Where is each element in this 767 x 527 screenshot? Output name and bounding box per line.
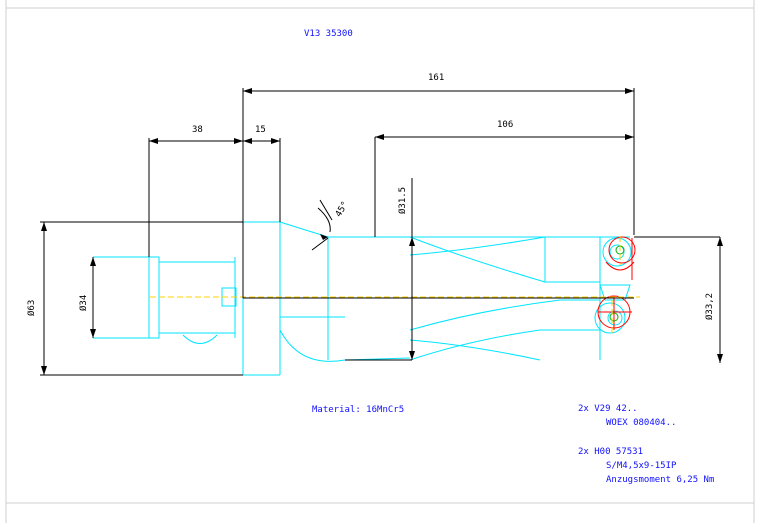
tool-body bbox=[92, 221, 632, 376]
cutting-inserts bbox=[597, 236, 636, 330]
dimension-tip-diameter: Ø33,2 bbox=[705, 292, 715, 320]
dimension-shank-diameter: Ø34 bbox=[79, 294, 89, 311]
dimension-shank-length: 38 bbox=[192, 125, 203, 135]
part-1-line-2: WOEX 080404.. bbox=[606, 418, 677, 428]
dimension-flute-length: 106 bbox=[497, 120, 514, 130]
part-1-line-1: 2x V29 42.. bbox=[578, 404, 638, 414]
dimension-lines bbox=[40, 88, 721, 376]
dimension-arrows bbox=[41, 88, 723, 375]
center-line bbox=[150, 236, 640, 336]
dimension-collar-length: 15 bbox=[255, 125, 266, 135]
part-2-line-2: S/M4,5x9-15IP bbox=[606, 461, 677, 471]
dimension-collar-diameter: Ø63 bbox=[27, 299, 37, 316]
sheet-frame bbox=[5, 0, 755, 523]
material-label: Material: 16MnCr5 bbox=[312, 405, 405, 415]
part-2-line-1: 2x H00 57531 bbox=[578, 447, 644, 457]
dimension-total-length: 161 bbox=[428, 73, 445, 83]
dimension-drill-diameter: Ø31.5 bbox=[398, 186, 408, 214]
part-2-line-3: Anzugsmoment 6,25 Nm bbox=[606, 475, 715, 485]
drawing-title: V13 35300 bbox=[304, 29, 353, 39]
